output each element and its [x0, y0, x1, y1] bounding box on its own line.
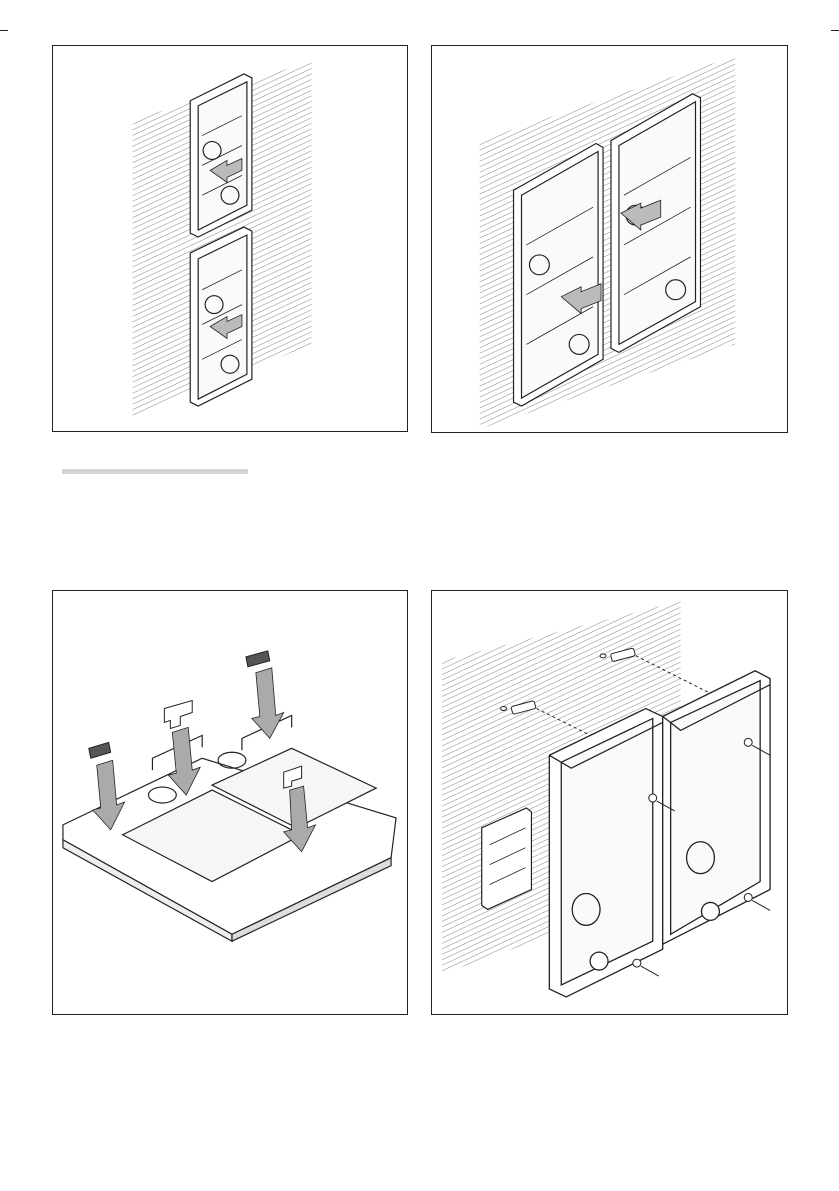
section-divider [62, 469, 248, 474]
left-flush-box [514, 144, 603, 407]
surface-frame-left [549, 709, 662, 997]
crop-mark-left [0, 0, 8, 31]
lower-flush-box [190, 227, 252, 406]
figure-vertical-flush-boxes [52, 45, 408, 432]
right-flush-box [611, 94, 700, 353]
figure-wall-mounting [431, 590, 788, 1015]
upper-flush-box [190, 74, 252, 237]
surface-frame-wall-mounting-illustration [432, 591, 787, 1014]
figure-side-by-side-flush-boxes [431, 45, 788, 433]
module-frame [63, 715, 396, 941]
crop-mark-right [831, 0, 839, 31]
figure-frame-cover-clips [52, 590, 408, 1015]
screw-bottom-left [633, 959, 659, 976]
module-frame-cover-clips-illustration [53, 591, 407, 1014]
flush-box-side-by-side-illustration [432, 46, 787, 432]
flush-box-vertical-stack-illustration [53, 46, 407, 431]
end-cap-right [246, 651, 284, 739]
surface-frame-right [663, 671, 770, 944]
